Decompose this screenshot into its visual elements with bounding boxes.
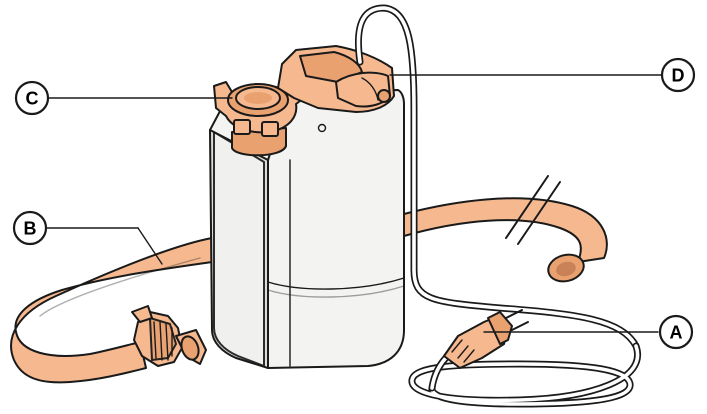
- callout-b: B: [14, 212, 162, 264]
- callout-a-label: A: [670, 323, 683, 343]
- callout-c-label: C: [26, 89, 39, 109]
- callout-d-label: D: [672, 66, 685, 86]
- callout-d: D: [390, 59, 694, 91]
- mains-plug: [444, 310, 528, 368]
- callout-b-label: B: [24, 219, 37, 239]
- callout-c: C: [16, 82, 232, 114]
- hose-coupling: [132, 306, 206, 366]
